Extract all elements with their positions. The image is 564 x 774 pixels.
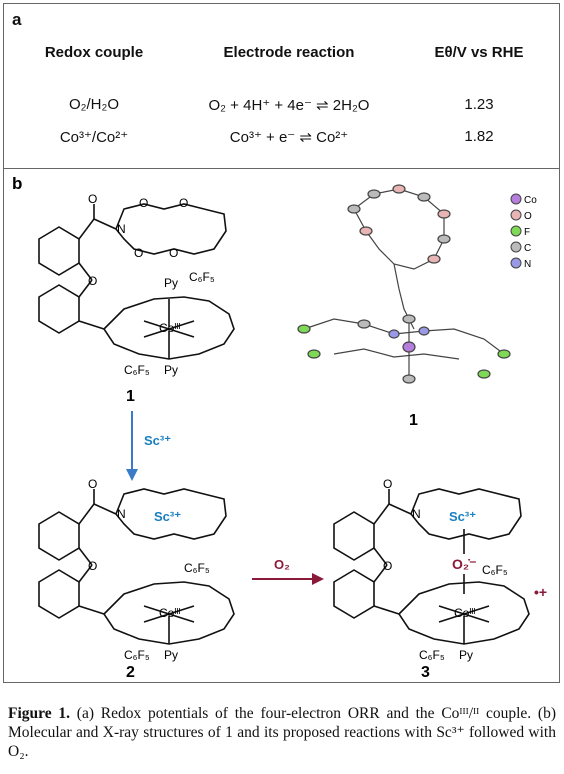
compound-3-radical-cation: •+ [534,584,547,600]
figure-caption: Figure 1. (a) Redox potentials of the fo… [8,704,556,761]
legend-f: F [524,227,530,238]
compound-1-o-crown-4: O [134,246,143,260]
xray-number: 1 [409,412,418,429]
compound-1-structure [38,203,235,360]
panel-b-label: b [12,174,22,193]
header-electrode-reaction: Electrode reaction [223,44,355,61]
compound-3-py-bottom: Py [459,648,473,662]
row1-reaction: O₂ + 4H⁺ + 4e⁻ ⇌ 2H₂O [208,97,370,114]
compound-3-o-furan: O [383,559,392,573]
legend-c: C [524,243,531,254]
compound-3-co: Coᴵᴵᴵ [454,606,475,620]
compound-2-n-amide: N [117,507,126,521]
compound-2-o-carbonyl: O [88,477,97,491]
row1-couple: O₂/H₂O [69,96,119,113]
header-redox-couple: Redox couple [44,44,144,61]
panel-a-label: a [12,10,22,29]
compound-3-o-carbonyl: O [383,477,392,491]
compound-1-n-amide: N [117,222,126,236]
atom-legend: Co O F C N [510,193,537,270]
compound-3-c6f5-bottom: C₆F₅ [419,648,445,662]
row2-reaction: Co³⁺ + e⁻ ⇌ Co²⁺ [229,129,349,146]
compound-2-sc: Sc³⁺ [154,509,181,524]
compound-3-c6f5-top: C₆F₅ [482,563,508,577]
compound-3-structure [333,488,530,645]
compound-3-superoxide: O₂̇⁻ [452,556,477,572]
arrow-down-label: Sc³⁺ [144,433,171,448]
compound-3-n-amide: N [412,507,421,521]
compound-1-py-bottom: Py [164,363,178,377]
xray-structure [297,184,511,384]
arrow-down-head [126,469,138,481]
panel-b-drawing: b [12,174,547,681]
compound-2-c6f5-bottom: C₆F₅ [124,648,150,662]
caption-text: (a) Redox potentials of the four-electro… [8,705,557,760]
header-potential: Eθ/V vs RHE [434,44,524,61]
compound-1-py-top: Py [164,276,178,290]
compound-1-o-crown-3: O [169,246,178,260]
compound-2-c6f5-top: C₆F₅ [184,561,210,575]
compound-3-number: 3 [421,664,430,681]
compound-1-co: Coᴵᴵᴵ [159,321,180,335]
compound-1-number: 1 [126,388,135,405]
figure-frame: a Redox couple Electrode reaction Eθ/V v… [3,3,560,683]
arrow-right-head [312,573,324,585]
compound-1-c6f5-bottom: C₆F₅ [124,363,150,377]
panel-a: a Redox couple Electrode reaction Eθ/V v… [4,4,559,169]
legend-o: O [524,211,532,222]
compound-1-o-crown-1: O [139,196,148,210]
compound-2-py-bottom: Py [164,648,178,662]
compound-2-o-furan: O [88,559,97,573]
legend-co: Co [524,195,537,206]
compound-1-o-furan: O [88,274,97,288]
compound-2-number: 2 [126,664,135,681]
panel-b: b [4,169,559,683]
caption-lead: Figure 1. [8,705,71,722]
legend-n: N [524,259,531,270]
row2-couple: Co³⁺/Co²⁺ [59,129,129,146]
compound-2-structure [38,488,235,645]
compound-3-sc: Sc³⁺ [449,509,476,524]
row1-potential: 1.23 [464,96,494,113]
arrow-right-label: O₂ [274,557,290,572]
row2-potential: 1.82 [464,128,494,145]
compound-1-o-crown-2: O [179,196,188,210]
compound-1-c6f5-top: C₆F₅ [189,270,215,284]
compound-2-co: Coᴵᴵᴵ [159,606,180,620]
compound-1-o-carbonyl: O [88,192,97,206]
